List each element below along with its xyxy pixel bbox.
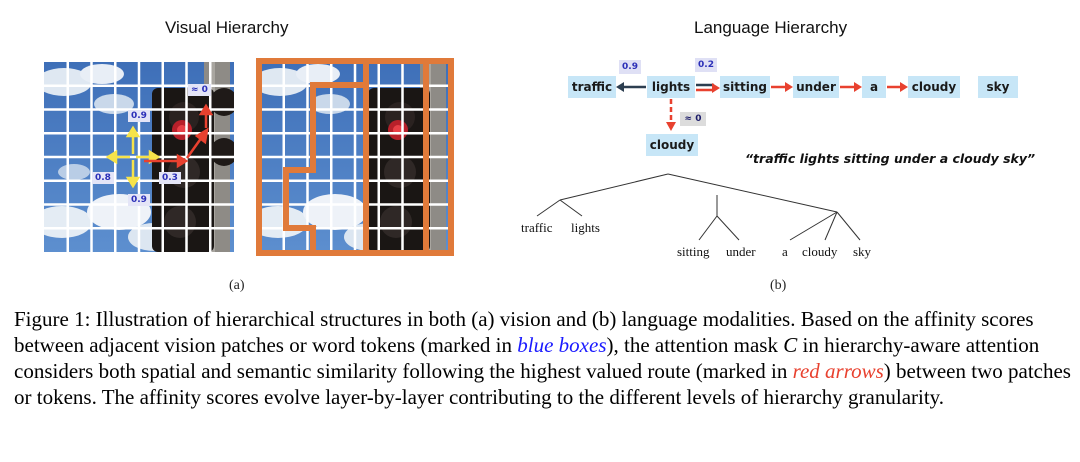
tree-leaf-a: a — [782, 244, 788, 259]
token-lights: lights — [647, 76, 695, 98]
tree-leaf-lights: lights — [571, 220, 600, 235]
caption-part-1: Figure 1: Illustration of hierarchical s… — [14, 307, 1034, 357]
panel-a-label: (a) — [229, 278, 245, 293]
caption-part-2: ), the attention mask — [606, 333, 784, 357]
visual-hierarchy-segment-image — [248, 58, 454, 256]
language-score-left: 0.9 — [619, 60, 641, 74]
visual-score-down: 0.9 — [128, 194, 150, 206]
panel-b-label: (b) — [770, 278, 787, 293]
language-score-right: 0.2 — [695, 58, 717, 72]
traffic-light-photo-right — [248, 58, 454, 256]
caption-mask-symbol: C — [783, 333, 798, 357]
yellow-arrows — [105, 125, 161, 189]
token-under: under — [793, 76, 839, 98]
sentence-quote: “traffic lights sitting under a cloudy s… — [745, 151, 1036, 166]
parse-tree — [536, 173, 861, 241]
caption-part-4: ) between two patches or tokens. The aff… — [14, 359, 1071, 409]
panel-a-title: Visual Hierarchy — [165, 18, 289, 37]
visual-score-up: 0.9 — [128, 110, 150, 122]
caption-blue-boxes: blue boxes — [517, 333, 607, 357]
token-sitting: sitting — [720, 76, 770, 98]
figure-caption: Figure 1: Illustration of hierarchical s… — [14, 306, 1072, 410]
token-cloudy-below: cloudy — [646, 134, 698, 156]
token-sky: sky — [978, 76, 1018, 98]
token-cloudy: cloudy — [908, 76, 960, 98]
panel-b-title: Language Hierarchy — [694, 18, 848, 37]
language-arrows — [616, 82, 908, 131]
red-arrows — [144, 103, 214, 169]
tree-leaf-cloudy: cloudy — [802, 244, 838, 259]
visual-score-near-zero: ≈ 0 — [188, 84, 211, 96]
tree-leaf-sitting: sitting — [677, 244, 710, 259]
visual-patch-grid-image: 0.9 0.8 0.3 0.9 ≈ 0 — [32, 62, 238, 252]
caption-red-arrows: red arrows — [792, 359, 884, 383]
visual-score-right: 0.3 — [159, 172, 181, 184]
caption-part-3: in hierarchy-aware attention considers b… — [14, 333, 1040, 383]
token-traffic: traffic — [568, 76, 616, 98]
orange-region-borders — [256, 58, 454, 256]
tree-leaf-traffic: traffic — [521, 220, 553, 235]
token-a: a — [862, 76, 886, 98]
tree-leaf-sky: sky — [853, 244, 872, 259]
tree-leaf-under: under — [726, 244, 756, 259]
visual-score-left: 0.8 — [92, 172, 114, 184]
language-score-down: ≈ 0 — [680, 112, 706, 126]
